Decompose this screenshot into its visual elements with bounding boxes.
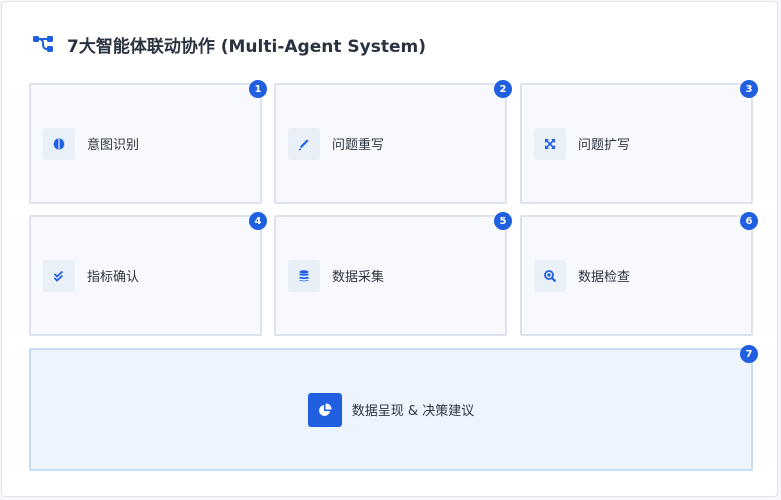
agent-label: 数据检查 xyxy=(578,270,631,285)
database-icon xyxy=(299,269,309,281)
brain-icon-box xyxy=(43,127,75,160)
network-icon xyxy=(33,36,53,52)
agent-card-data-presentation[interactable]: 数据呈现 & 决策建议 7 xyxy=(29,345,758,471)
expand-icon-box xyxy=(534,127,566,160)
agent-number-badge: 5 xyxy=(494,212,512,230)
page-title: 7大智能体联动协作 (Multi-Agent System) xyxy=(67,36,426,57)
panel-header: 7大智能体联动协作 (Multi-Agent System) xyxy=(32,33,426,57)
agent-label: 数据呈现 & 决策建议 xyxy=(351,404,475,419)
pen-icon-box xyxy=(288,127,320,160)
search-plus-icon-box xyxy=(534,259,566,292)
pen-icon xyxy=(299,139,309,150)
agent-number-badge: 6 xyxy=(740,212,758,230)
agent-number-badge: 4 xyxy=(249,212,267,230)
agent-card-data-collection[interactable]: 数据采集 5 xyxy=(274,212,512,336)
agent-label: 意图识别 xyxy=(87,138,140,153)
expand-icon xyxy=(545,138,555,149)
agent-card-question-rewrite[interactable]: 问题重写 2 xyxy=(274,80,512,204)
double-check-icon xyxy=(53,270,64,282)
agent-number-badge: 3 xyxy=(740,80,758,98)
agent-label: 问题扩写 xyxy=(578,138,631,153)
agent-card-metric-confirmation[interactable]: 指标确认 4 xyxy=(29,212,267,336)
agent-card-question-expand[interactable]: 问题扩写 3 xyxy=(520,80,758,204)
brain-icon xyxy=(53,138,65,149)
pie-chart-icon-box xyxy=(307,392,342,427)
double-check-icon-box xyxy=(43,259,75,292)
agent-number-badge: 2 xyxy=(494,80,512,98)
agent-number-badge: 1 xyxy=(249,80,267,98)
database-icon-box xyxy=(288,259,320,292)
agent-number-badge: 7 xyxy=(740,345,758,363)
search-plus-icon xyxy=(544,269,557,282)
agent-label: 问题重写 xyxy=(332,138,385,153)
agent-card-intent-recognition[interactable]: 意图识别 1 xyxy=(29,80,267,204)
agent-label: 数据采集 xyxy=(332,270,385,285)
agent-card-data-check[interactable]: 数据检查 6 xyxy=(520,212,758,336)
agent-label: 指标确认 xyxy=(87,270,140,285)
pie-chart-icon xyxy=(318,402,332,416)
